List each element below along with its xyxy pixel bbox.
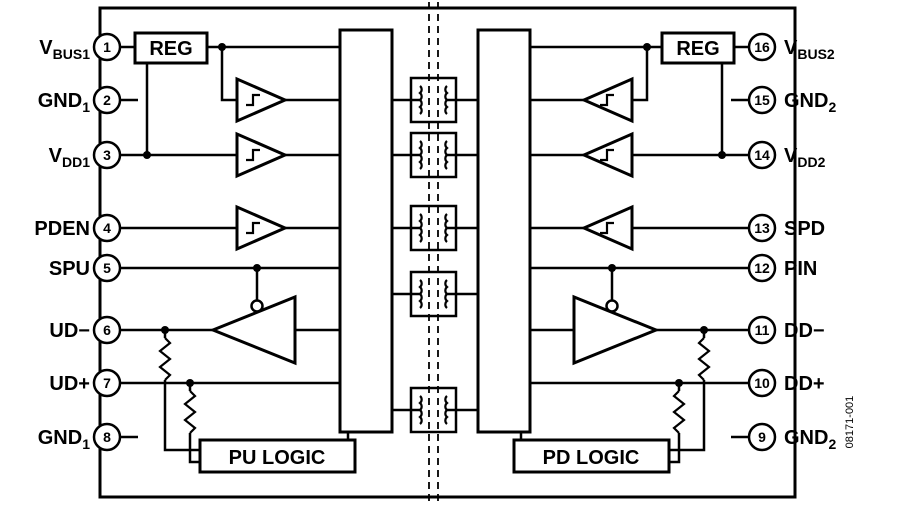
- pullup-resistor-ud-minus: [158, 337, 172, 381]
- pin-4-number: 4: [103, 220, 111, 236]
- pin-3-number: 3: [103, 147, 111, 163]
- pin-label-dd-plus: DD+: [784, 373, 825, 395]
- downstream-driver-enable-bubble: [605, 299, 619, 313]
- isolation-transformer-3: [409, 204, 458, 252]
- pin-4: 4: [92, 213, 122, 243]
- pin-label-spd: SPD: [784, 218, 825, 240]
- pin-8: 8: [92, 422, 122, 452]
- schmitt-trigger-right-1: [580, 76, 634, 124]
- pin-label-gnd2-b: GND2: [784, 427, 836, 452]
- chip-outline: [98, 6, 797, 499]
- pin-1-number: 1: [103, 39, 111, 55]
- isolation-transformer-2: [409, 131, 458, 179]
- schmitt-trigger-left-1: [235, 76, 289, 124]
- pd-logic-block: PD LOGIC: [512, 438, 671, 474]
- pin-label-gnd1-b: GND1: [38, 427, 90, 452]
- pin-label-ud-plus: UD+: [49, 373, 90, 395]
- pin-10: 10: [747, 368, 777, 398]
- pin-9: 9: [747, 422, 777, 452]
- pin-14: 14: [747, 140, 777, 170]
- pin-14-number: 14: [754, 147, 770, 163]
- pin-8-number: 8: [103, 429, 111, 445]
- pin-2: 2: [92, 85, 122, 115]
- pin-7: 7: [92, 368, 122, 398]
- pin-9-number: 9: [758, 429, 766, 445]
- pin-11: 11: [747, 315, 777, 345]
- pu-logic-label: PU LOGIC: [229, 447, 326, 469]
- left-channel-block: [338, 28, 394, 434]
- schmitt-trigger-left-3: [235, 204, 289, 252]
- pin-label-spu: SPU: [49, 258, 90, 280]
- pin-16-number: 16: [754, 39, 770, 55]
- pin-5-number: 5: [103, 260, 111, 276]
- pulldown-resistor-dd-plus: [672, 390, 686, 434]
- pin-7-number: 7: [103, 375, 111, 391]
- pin-label-vbus2: VBUS2: [784, 37, 835, 62]
- pin-15-number: 15: [754, 92, 770, 108]
- pin-label-dd-minus: DD−: [784, 320, 825, 342]
- pin-12-number: 12: [754, 260, 770, 276]
- pin-label-pin: PIN: [784, 258, 817, 280]
- pin-15: 15: [747, 85, 777, 115]
- pu-logic-block: PU LOGIC: [198, 438, 357, 474]
- pin-label-vdd2: VDD2: [784, 145, 826, 170]
- upstream-driver-enable-bubble: [250, 299, 264, 313]
- downstream-driver: [572, 294, 661, 366]
- regulator-left-label: REG: [149, 38, 192, 60]
- pin-6-number: 6: [103, 322, 111, 338]
- pin-3: 3: [92, 140, 122, 170]
- regulator-right-label: REG: [676, 38, 719, 60]
- pin-label-vdd1: VDD1: [49, 145, 91, 170]
- regulator-left: REG: [133, 31, 209, 65]
- pin-1: 1: [92, 32, 122, 62]
- figure-number: 08171-001: [844, 396, 856, 449]
- pin-6: 6: [92, 315, 122, 345]
- schmitt-trigger-left-2: [235, 131, 289, 179]
- junction-dots: [143, 43, 726, 387]
- pin-5: 5: [92, 253, 122, 283]
- pulldown-resistor-dd-minus: [697, 337, 711, 381]
- pin-label-gnd1-a: GND1: [38, 90, 90, 115]
- schmitt-trigger-right-3: [580, 204, 634, 252]
- pullup-resistor-ud-plus: [183, 390, 197, 434]
- isolation-transformer-4: [409, 270, 458, 318]
- pin-11-number: 11: [755, 322, 770, 338]
- regulator-right: REG: [660, 31, 736, 65]
- pin-12: 12: [747, 253, 777, 283]
- pin-16: 16: [747, 32, 777, 62]
- pd-logic-label: PD LOGIC: [543, 447, 640, 469]
- pin-13: 13: [747, 213, 777, 243]
- pin-label-gnd2-a: GND2: [784, 90, 836, 115]
- pin-13-number: 13: [754, 220, 770, 236]
- pin-2-number: 2: [103, 92, 111, 108]
- left-wiring: [120, 45, 350, 464]
- pin-label-vbus1: VBUS1: [39, 37, 90, 62]
- schmitt-trigger-right-2: [580, 131, 634, 179]
- pin-label-ud-minus: UD−: [49, 320, 90, 342]
- pin-label-pden: PDEN: [34, 218, 90, 240]
- isolation-transformer-1: [409, 76, 458, 124]
- right-wiring: [519, 45, 749, 464]
- isolation-transformer-5: [409, 386, 458, 434]
- right-channel-block: [476, 28, 532, 434]
- pin-10-number: 10: [754, 375, 770, 391]
- upstream-driver: [208, 294, 297, 366]
